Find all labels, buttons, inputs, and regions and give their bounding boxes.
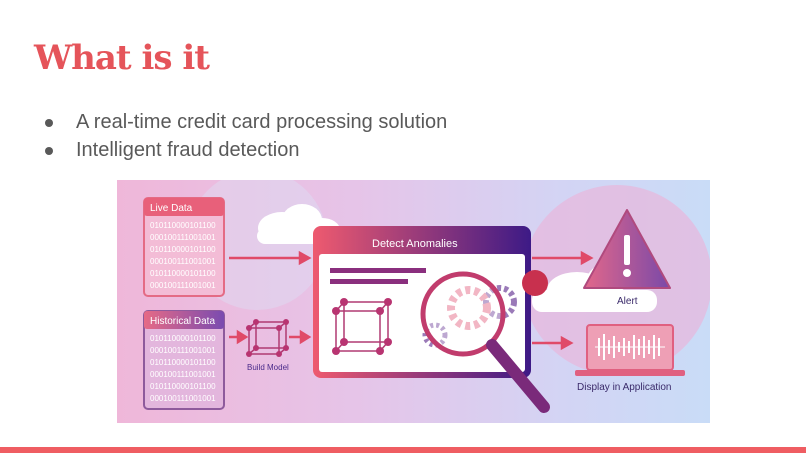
laptop-display-icon: [575, 324, 685, 376]
svg-text:Detect Anomalies: Detect Anomalies: [372, 238, 458, 250]
bullet-item: Intelligent fraud detection: [42, 136, 447, 164]
alert-icon: [583, 209, 671, 289]
slide-title: What is it: [34, 38, 210, 78]
detect-anomalies-window: Detect Anomalies: [313, 226, 550, 413]
svg-text:010110000101100: 010110000101100: [150, 358, 216, 367]
svg-text:010110000101100: 010110000101100: [150, 221, 216, 230]
svg-text:000100111001001: 000100111001001: [150, 281, 216, 290]
bullet-item: A real-time credit card processing solut…: [42, 108, 447, 136]
svg-text:000100111001001: 000100111001001: [150, 257, 216, 266]
svg-text:010110000101100: 010110000101100: [150, 269, 216, 278]
svg-text:000100111001001: 000100111001001: [150, 233, 216, 242]
svg-text:Display in Application: Display in Application: [577, 382, 672, 393]
fraud-detection-illustration: Live Data 010110000101100 00010011100100…: [117, 180, 710, 423]
svg-text:Alert: Alert: [617, 296, 638, 307]
live-data-panel: Live Data 010110000101100 00010011100100…: [143, 197, 225, 297]
svg-text:000100111001001: 000100111001001: [150, 394, 216, 403]
svg-text:Build Model: Build Model: [247, 363, 289, 372]
bullet-list: A real-time credit card processing solut…: [42, 108, 447, 164]
historical-data-panel: Historical Data 010110000101100 00010011…: [143, 310, 225, 410]
svg-text:010110000101100: 010110000101100: [150, 245, 216, 254]
accent-bar: [0, 447, 806, 453]
svg-text:Historical Data: Historical Data: [150, 316, 215, 327]
svg-text:000100111001001: 000100111001001: [150, 346, 216, 355]
svg-text:010110000101100: 010110000101100: [150, 334, 216, 343]
svg-text:010110000101100: 010110000101100: [150, 382, 216, 391]
svg-text:Live Data: Live Data: [150, 203, 193, 214]
svg-text:000100111001001: 000100111001001: [150, 370, 216, 379]
